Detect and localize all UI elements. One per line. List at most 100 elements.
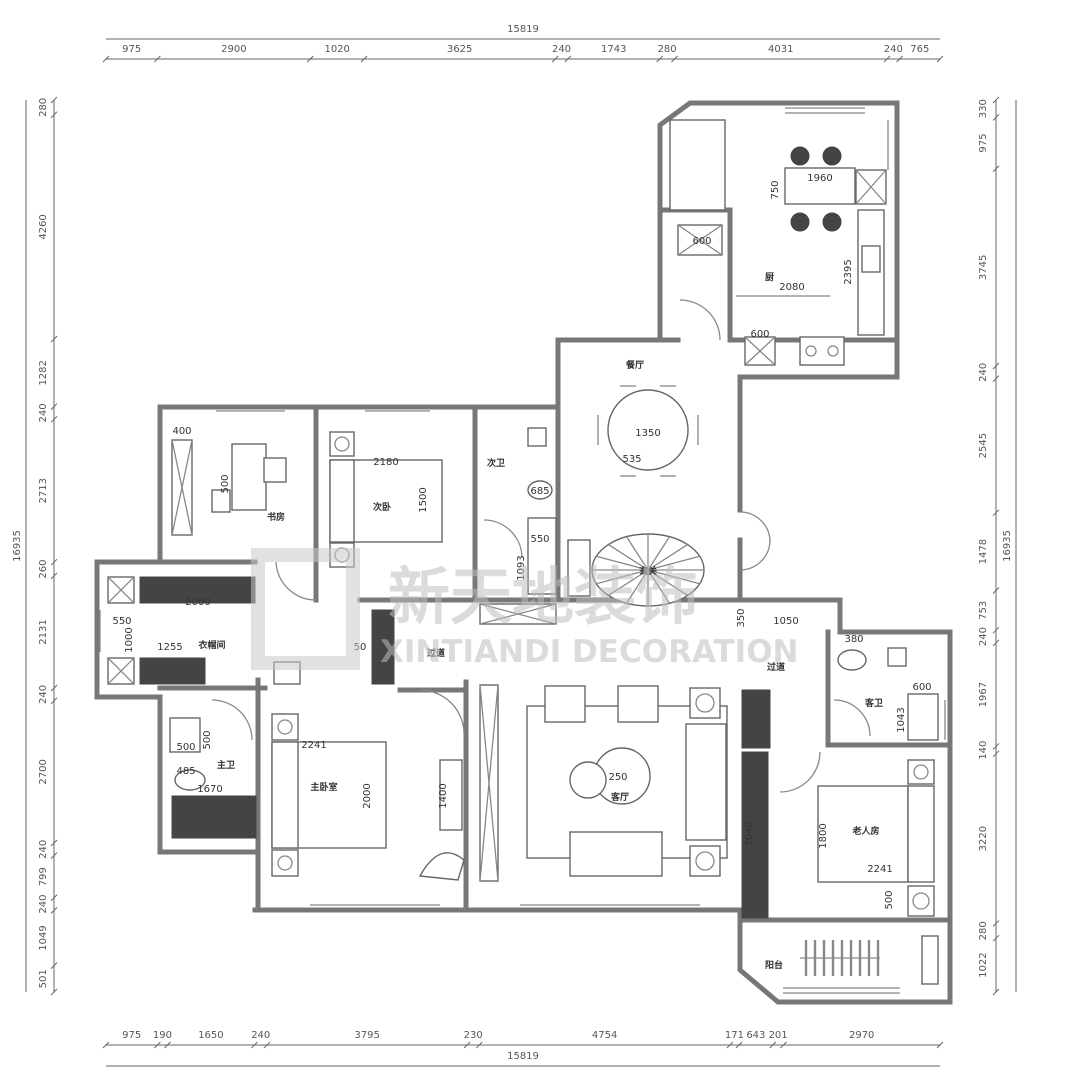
rug-spoke [626,536,649,571]
watermark-en: XINTIANDI DECORATION [380,634,799,670]
dining-sub-dim: 535 [622,454,641,465]
rug-spoke [608,543,649,571]
bath2-toilet-icon [527,480,553,500]
kitchen-width-dim: 2080 [779,282,804,293]
guest-bath-label: 客卫 [864,697,883,709]
dimTop-tick [306,55,314,63]
entry-label: 玄关 [639,565,657,577]
dimLeft-segment: 2713 [38,478,49,503]
kitchen-chair-3 [790,212,810,232]
study-dim-b: 500 [220,474,231,493]
balcony-label: 阳台 [765,959,783,971]
cloak-rail-top [139,576,256,604]
dimTop-segment: 240 [552,44,571,55]
bath2-dim-a: 685 [530,486,549,497]
dining-room: 1350 535 餐厅 [597,359,699,477]
dimBottom-tick [164,1041,171,1049]
dimRight-segment: 1478 [978,539,989,564]
living-label: 客厅 [610,791,629,803]
dimBottom-tick [263,1041,271,1049]
living-side-table-2 [689,845,721,877]
kitchen-table [784,167,856,205]
corr-right-dim-a: 1050 [773,616,798,627]
mbath-vanity [169,717,201,753]
kitchen-sink-icon [861,245,881,273]
dimLeft-segment: 240 [38,403,49,422]
second-bed-width-dim: 2180 [373,457,398,468]
bath2-shower [527,517,557,595]
dining-table-dim: 1350 [635,428,660,439]
rug-spoke [596,555,649,571]
elder-bedroom: 1800 2241 500 老人房 [817,759,935,917]
living-side-table-1 [689,687,721,719]
dimTop-segment: 975 [122,44,141,55]
kitchen-chair-1 [790,146,810,166]
living-dim: 250 [608,772,627,783]
dimRight-segment: 975 [978,134,989,153]
dimTop-segment: 1743 [601,44,626,55]
dimRight-tick [992,639,1000,647]
dimBottom-tick [769,1041,777,1049]
study-desk [231,443,267,511]
dimRight-tick [992,114,1000,121]
elder-bed-pillow [907,785,935,883]
rug-spoke [647,569,700,585]
dimTop-tick [360,55,368,63]
watermark: 新天地装饰 XINTIANDI DECORATION [251,548,799,670]
dimRight-tick [992,750,1000,758]
mbath-dim-c: 1670 [197,784,222,795]
dimLeft-tick [50,684,58,692]
elder-bedroom-label: 老人房 [851,825,879,837]
dimRight-tick [992,587,1000,594]
dimBottom-segment: 2970 [849,1030,874,1041]
dimension-right: 16935 3309753745240254514787532401967140… [978,96,1017,996]
cloak-dim-c: 1255 [157,642,182,653]
dimLeft-tick [50,962,58,969]
rug-spoke [647,555,700,571]
guest-bath: 380 600 1043 客卫 [833,634,939,741]
coffee-table-small [569,761,607,799]
master-bedroom-label: 主卧室 [310,781,337,793]
dimension-left: 16935 2804260128224027132602131240270024… [12,96,58,996]
dimLeft-tick [50,403,58,411]
master-nightstand-2 [271,849,299,877]
dimTop-tick [102,55,110,63]
elder-bed-length-dim: 1800 [818,823,829,848]
kitchen-table-dim: 1960 [807,173,832,184]
second-bath-label: 次卫 [487,457,505,469]
dimLeft-segment: 240 [38,894,49,913]
dim-right-total: 16935 [1002,530,1013,562]
shoe-cabinet [567,539,591,597]
right-corridor: 1050 350 3040 过道 [736,608,821,919]
second-bed-pillow [329,459,355,543]
study: 400 500 书房 [171,426,287,536]
elder-nightstand-1 [907,759,935,785]
cloak-dim-a: 2000 [185,597,210,608]
dimRight-segment: 330 [978,99,989,118]
dimLeft-segment: 799 [38,867,49,886]
dimBottom-tick [475,1041,483,1049]
second-bath: 685 550 1093 次卫 [479,427,557,625]
cloak-dim-b: 550 [112,616,131,627]
rug-spoke [608,569,649,597]
cloak-rail-bottom [139,657,206,685]
corridor-left-label: 过道 [427,647,445,659]
dimTop-tick [936,55,944,63]
dimBottom-tick [780,1041,787,1049]
dim-left-total: 16935 [12,530,23,562]
dimLeft-tick [50,572,58,580]
dimTop-tick [896,55,904,63]
dimTop-segment: 765 [910,44,929,55]
dining-table [607,389,689,471]
dimRight-tick [992,509,1000,517]
cloakroom-label: 衣帽间 [198,639,225,651]
dimLeft-segment: 1282 [38,360,49,385]
kitchen-fridge-dim: 600 [750,329,769,340]
rug-spoke [596,569,649,585]
dimRight-segment: 753 [978,601,989,620]
dimTop-segment: 3625 [447,44,472,55]
dimTop-segment: 1020 [324,44,349,55]
kitchen-chair-4 [822,212,842,232]
study-dim-a: 400 [172,426,191,437]
